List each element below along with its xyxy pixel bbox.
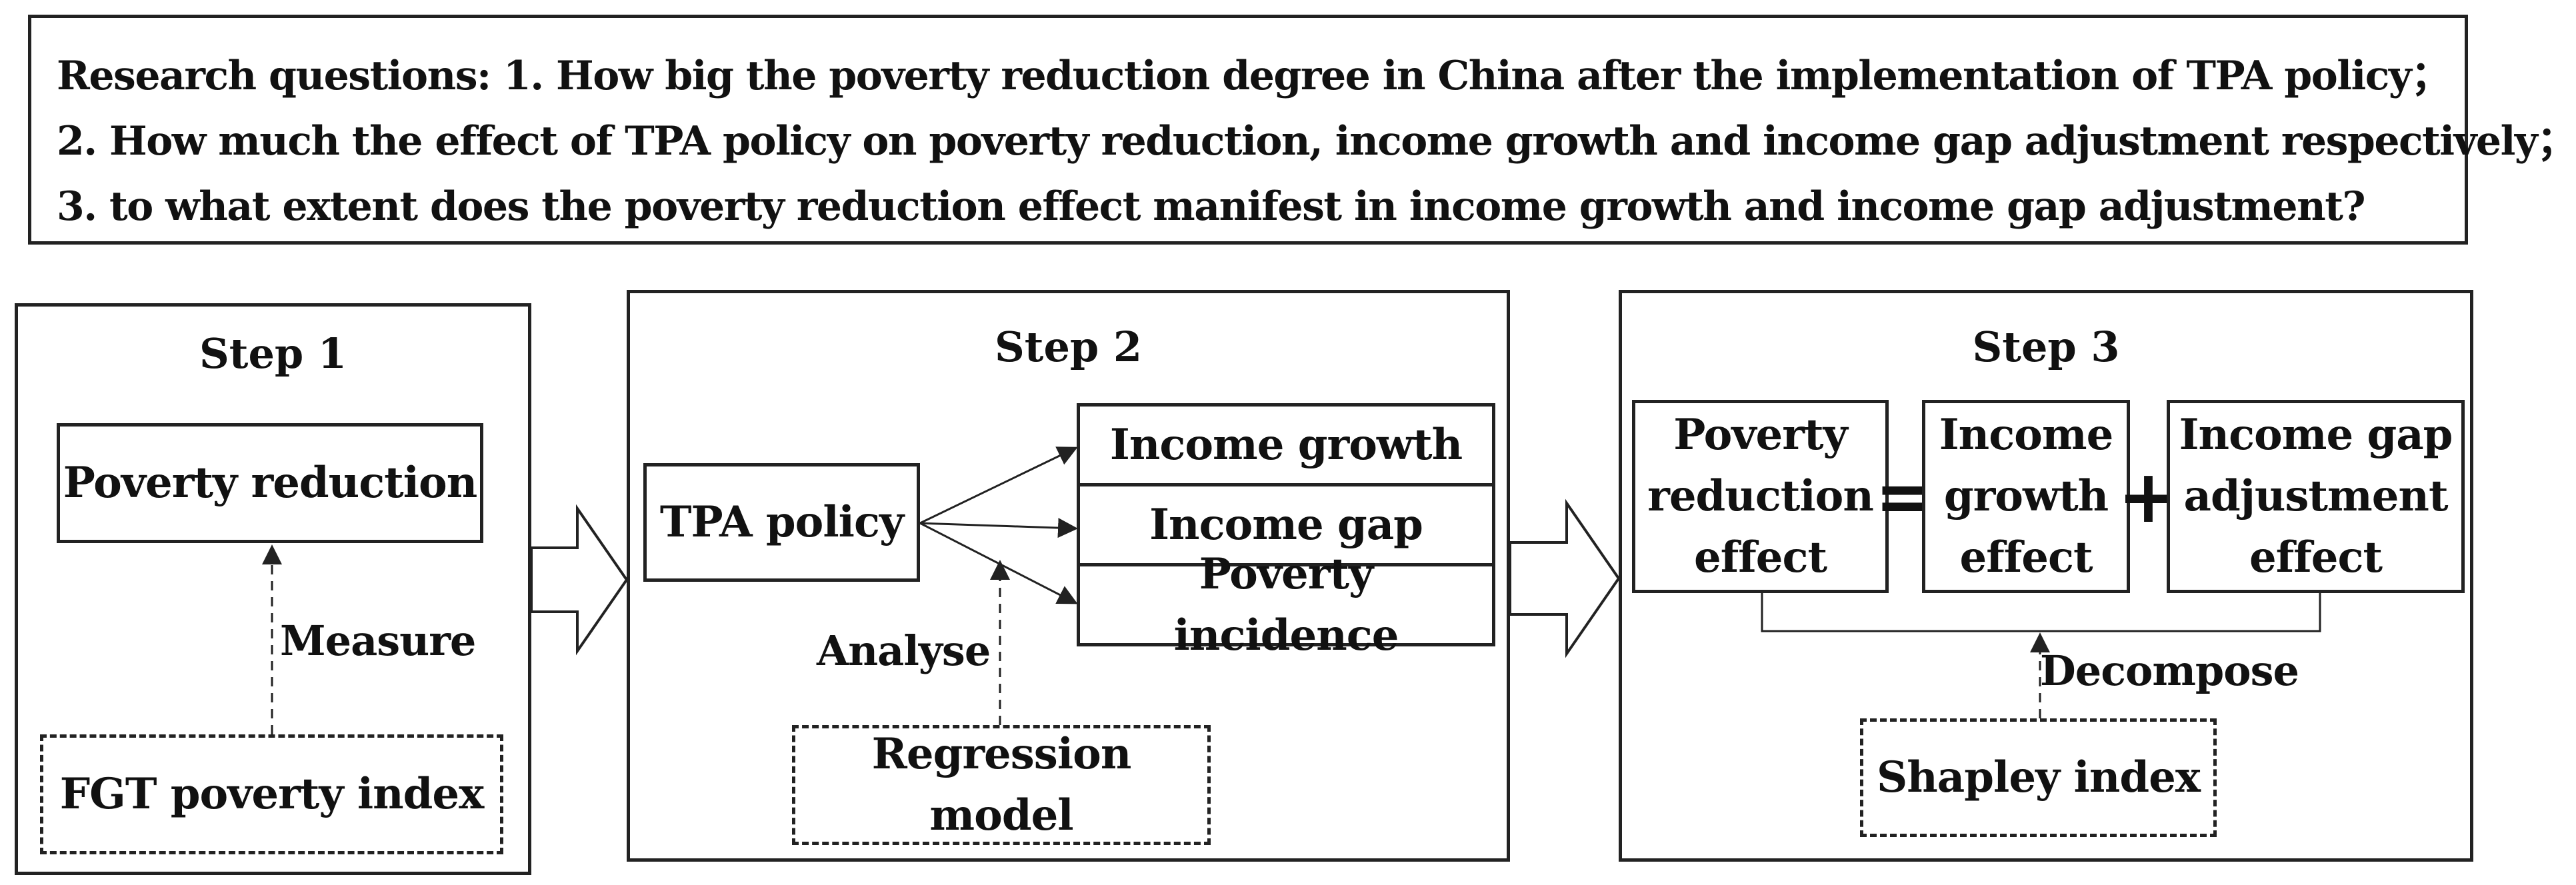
term1-line2: reduction bbox=[1647, 471, 1874, 521]
arrow-to-income-gap bbox=[919, 518, 1078, 538]
research-question-2: 2. How much the effect of TPA policy on … bbox=[57, 118, 2576, 165]
research-question-3: 3. to what extent does the poverty reduc… bbox=[57, 183, 2366, 230]
term3-line1: Income gap bbox=[2179, 410, 2453, 460]
research-question-1: Research questions: 1. How big the pover… bbox=[57, 53, 2451, 99]
step2-to-step3-arrow bbox=[1509, 498, 1621, 658]
tpa-policy-box: TPA policy bbox=[643, 463, 920, 582]
income-growth-effect-box: Income growth effect bbox=[1922, 400, 2130, 593]
connectors bbox=[262, 446, 2321, 734]
income-growth-box: Income growth bbox=[1077, 403, 1495, 486]
term2-line2: growth bbox=[1943, 471, 2109, 521]
regression-model-box: Regression model bbox=[792, 725, 1211, 845]
step2-title: Step 2 bbox=[995, 322, 1142, 371]
poverty-reduction-box: Poverty reduction bbox=[57, 423, 483, 543]
step3-title: Step 3 bbox=[1972, 322, 2120, 371]
decompose-bracket bbox=[1761, 593, 2321, 632]
poverty-incidence-box: Poverty incidence bbox=[1077, 549, 1495, 660]
equals-sign: = bbox=[1874, 454, 1937, 539]
analyse-label: Analyse bbox=[817, 626, 991, 675]
fgt-poverty-index-box: FGT poverty index bbox=[40, 734, 503, 854]
income-gap-box: Income gap bbox=[1077, 483, 1495, 566]
term3-line3: effect bbox=[2249, 532, 2383, 582]
step1-title: Step 1 bbox=[199, 329, 347, 378]
shapley-index-box: Shapley index bbox=[1860, 718, 2217, 837]
arrow-to-income-growth bbox=[919, 446, 1078, 524]
term2-line3: effect bbox=[1959, 532, 2093, 582]
measure-label: Measure bbox=[280, 616, 476, 665]
arrow-to-poverty-incidence bbox=[919, 522, 1078, 604]
term2-line1: Income bbox=[1939, 410, 2114, 460]
income-gap-adjustment-effect-box: Income gap adjustment effect bbox=[2167, 400, 2465, 593]
term1-line3: effect bbox=[1693, 532, 1827, 582]
step1-to-step2-arrow bbox=[530, 504, 629, 656]
decompose-label: Decompose bbox=[2040, 646, 2299, 695]
plus-sign: + bbox=[2117, 454, 2179, 539]
term3-line2: adjustment bbox=[2183, 471, 2448, 521]
research-questions-box: Research questions: 1. How big the pover… bbox=[28, 15, 2576, 245]
term1-line1: Poverty bbox=[1673, 410, 1847, 460]
poverty-reduction-effect-box: Poverty reduction effect bbox=[1632, 400, 1889, 593]
